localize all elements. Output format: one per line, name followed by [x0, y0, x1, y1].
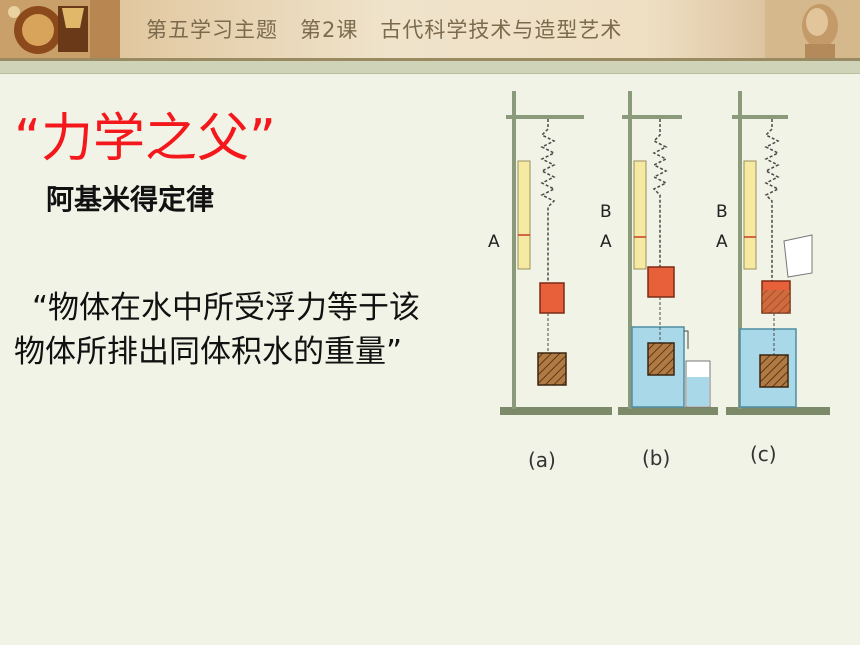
caption-c: (c)	[750, 442, 777, 466]
apparatus-b: B A	[600, 91, 718, 415]
slide-subtitle: 阿基米得定律	[46, 183, 215, 216]
quote-line-1: “物体在水中所受浮力等于该	[32, 290, 421, 326]
label-b-B: B	[600, 202, 612, 222]
label-c-A: A	[716, 232, 728, 252]
quote-text: “物体在水中所受浮力等于该 物体所排出同体积水的重量”	[14, 286, 514, 374]
header-title: 第五学习主题 第2课 古代科学技术与造型艺术	[146, 18, 623, 42]
quote-line-2: 物体所排出同体积水的重量”	[14, 334, 403, 370]
apparatus-a: A	[488, 91, 612, 415]
label-a-A: A	[488, 232, 500, 252]
caption-b: (b)	[642, 446, 670, 470]
label-c-B: B	[716, 202, 728, 222]
slide-title: “力学之父”	[14, 109, 276, 169]
apparatus-c: B A	[716, 91, 830, 415]
archimedes-experiment-diagram: A B A B A (a) (b) (c)	[488, 91, 830, 472]
header-band	[0, 61, 860, 74]
label-b-A: A	[600, 232, 612, 252]
header-bar: 第五学习主题 第2课 古代科学技术与造型艺术	[0, 0, 860, 61]
caption-a: (a)	[528, 448, 556, 472]
warrior-decoration-icon	[0, 0, 120, 58]
statue-decoration-icon	[765, 0, 860, 58]
